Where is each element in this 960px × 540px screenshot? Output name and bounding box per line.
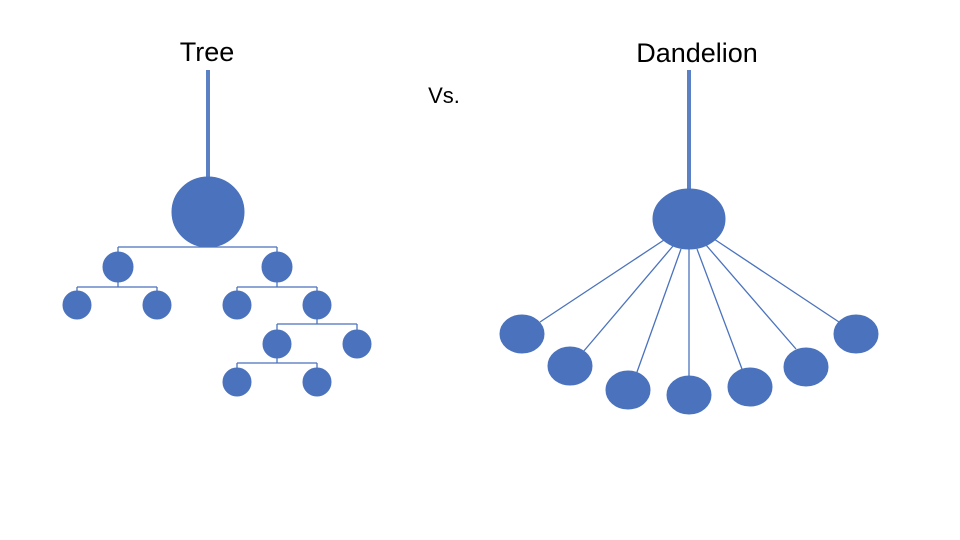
tree-root-node[interactable] [171,176,245,248]
tree-node[interactable] [261,251,293,283]
dandelion-ray [539,239,665,323]
dandelion-node-group [499,188,879,415]
dandelion-ray [696,248,743,370]
tree-node-group [62,176,372,397]
dandelion-leaf-node[interactable] [666,375,712,415]
tree-node[interactable] [302,290,332,320]
dandelion-ray [582,245,674,353]
tree-node[interactable] [342,329,372,359]
dandelion-ray [705,244,797,350]
versus-label: Vs. [428,83,460,108]
dandelion-hub-node[interactable] [652,188,726,250]
dandelion-leaf-node[interactable] [499,314,545,354]
dandelion-panel: Dandelion [499,38,879,415]
tree-node[interactable] [102,251,134,283]
dandelion-leaf-node[interactable] [605,370,651,410]
dandelion-ray [713,238,840,323]
tree-node[interactable] [222,290,252,320]
tree-panel: Tree [62,37,372,397]
dandelion-ray-group [539,238,840,376]
tree-node[interactable] [62,290,92,320]
tree-title-label: Tree [180,37,235,67]
dandelion-leaf-node[interactable] [783,347,829,387]
tree-node[interactable] [142,290,172,320]
dandelion-leaf-node[interactable] [727,367,773,407]
dandelion-leaf-node[interactable] [833,314,879,354]
dandelion-ray [636,248,682,373]
tree-node[interactable] [302,367,332,397]
dandelion-leaf-node[interactable] [547,346,593,386]
tree-node[interactable] [222,367,252,397]
tree-node[interactable] [262,329,292,359]
dandelion-title-label: Dandelion [636,38,758,68]
